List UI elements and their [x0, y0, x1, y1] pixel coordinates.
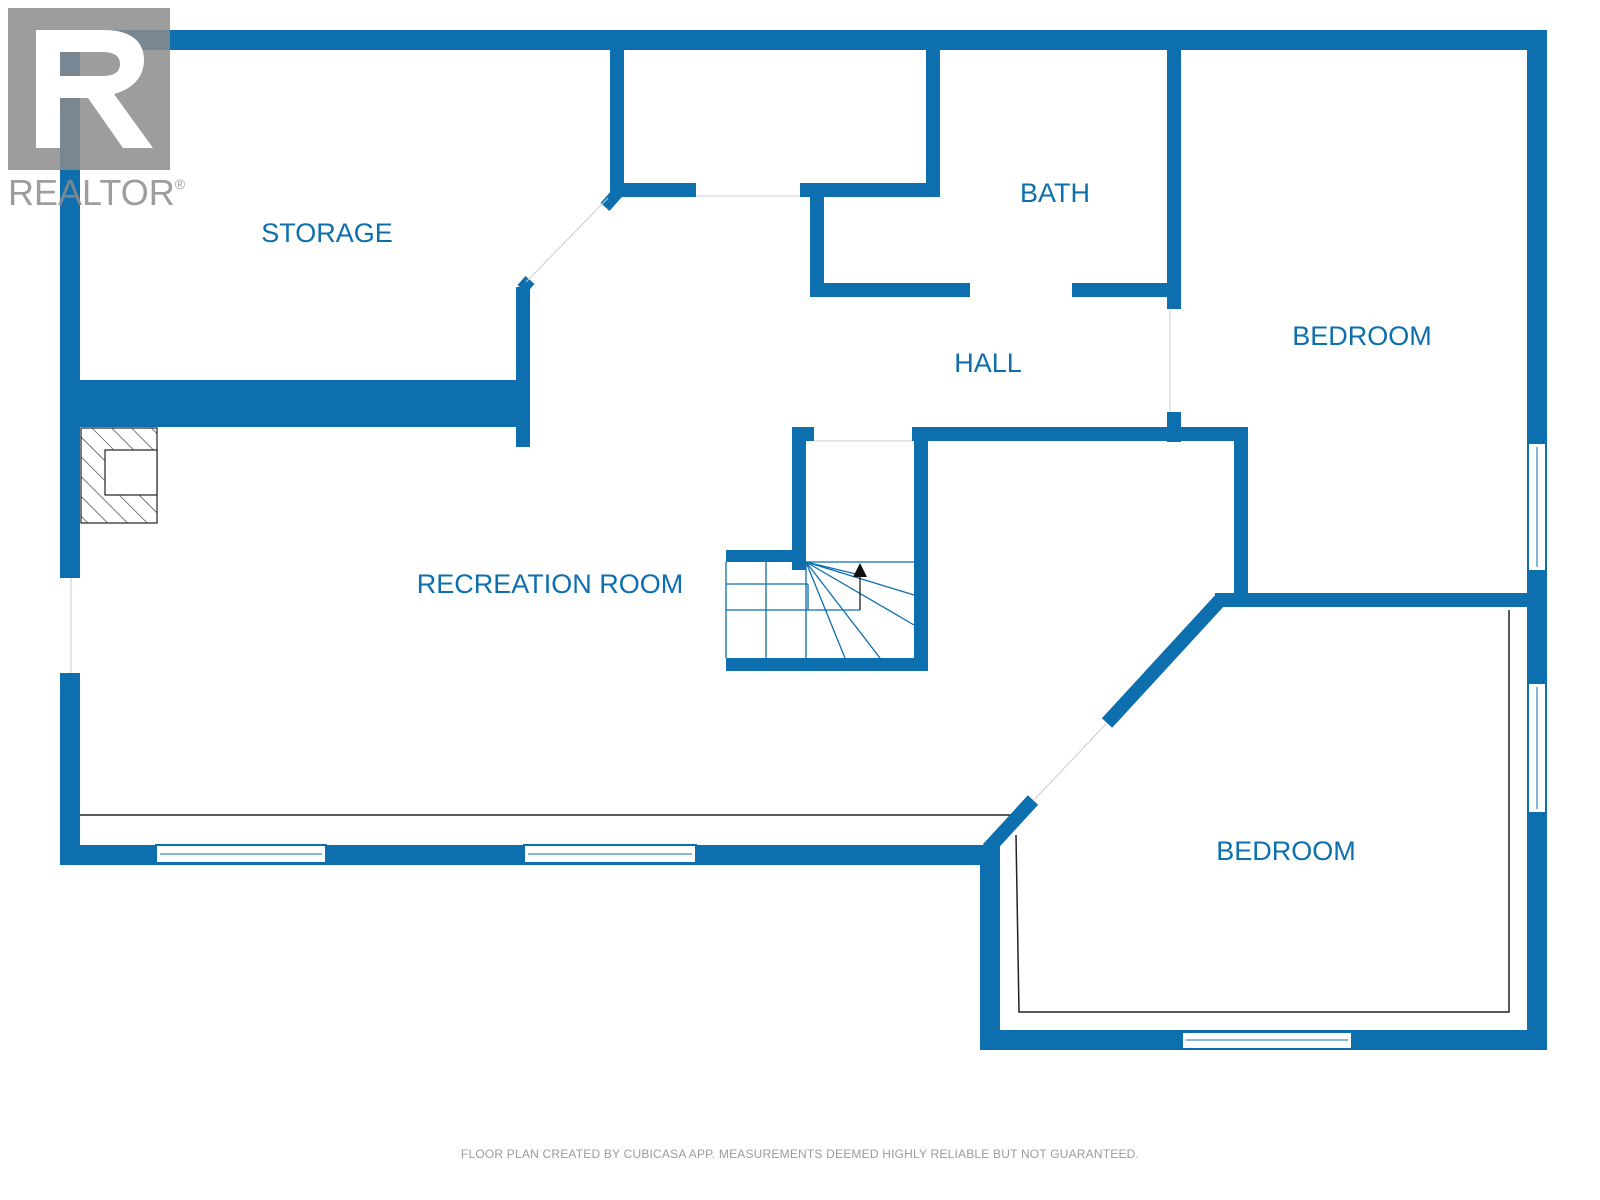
wall-closet-bottom-a [610, 183, 696, 197]
wall-stair-bottom [726, 658, 928, 671]
wall-hall-bottom [912, 427, 1248, 441]
label-recreation-room: RECREATION ROOM [417, 569, 684, 599]
wall-bedroom-diagonal-b [982, 795, 1039, 854]
wall-bath-right [1167, 48, 1181, 309]
label-bedroom-upper: BEDROOM [1292, 321, 1432, 351]
fireplace-icon [80, 427, 158, 524]
wall-bedroom-diagonal-a [1101, 593, 1228, 728]
wall-storage-bottom [80, 380, 530, 427]
brand-mark: ® [174, 176, 186, 192]
wall-top [60, 30, 1546, 50]
wall-closet-left [610, 48, 624, 193]
wall-divider-vertical [1234, 427, 1248, 607]
door-openings [70, 195, 1171, 801]
windows [155, 442, 1547, 1050]
stairs-icon [725, 561, 915, 659]
wall-storage-right [516, 287, 530, 447]
realtor-r-logo-icon [8, 8, 170, 170]
interior-outlines [80, 610, 1510, 1013]
realtor-wordmark: REALTOR® [8, 172, 185, 214]
wall-stair-right [914, 427, 928, 671]
walls [60, 30, 1547, 1050]
wall-storage-diagonal-a [600, 186, 625, 211]
wall-bath-bottom-a [810, 283, 970, 297]
label-storage: STORAGE [261, 218, 393, 248]
diagonal-walls [517, 186, 1228, 854]
wall-bath-bottom-b [1072, 283, 1174, 297]
wall-left-bedroom [980, 845, 1000, 1050]
footer-disclaimer: FLOOR PLAN CREATED BY CUBICASA APP. MEAS… [460, 1147, 1140, 1161]
label-bedroom-lower: BEDROOM [1216, 836, 1356, 866]
room-labels: STORAGE BATH HALL BEDROOM RECREATION ROO… [261, 178, 1432, 866]
wall-storage-diagonal-b [517, 276, 535, 293]
wall-stair-left [792, 427, 806, 570]
wall-divider-horizontal [1215, 593, 1547, 607]
wall-closet-right [926, 48, 940, 197]
wall-bath-left [810, 183, 824, 296]
up-arrow-icon [853, 563, 867, 577]
label-bath: BATH [1020, 178, 1090, 208]
brand-name: REALTOR [8, 172, 175, 213]
label-hall: HALL [954, 348, 1022, 378]
wall-stair-lower-top [726, 550, 806, 562]
wall-closet-bottom-b [800, 183, 940, 197]
wall-left-lower [60, 673, 80, 865]
